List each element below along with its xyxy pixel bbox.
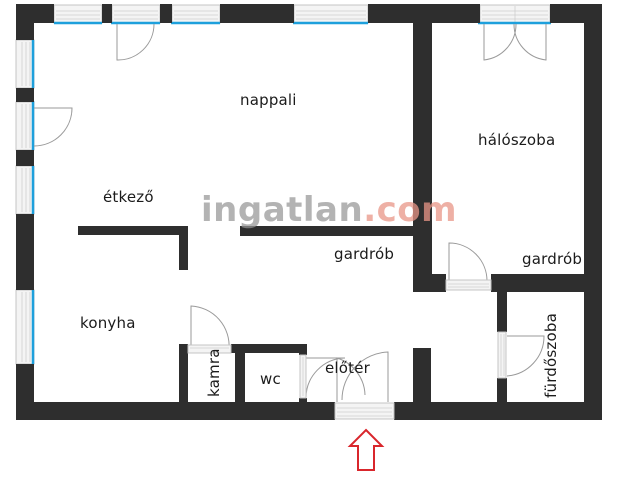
window-sill-lines	[21, 6, 548, 362]
door-swing-front-right	[341, 351, 389, 402]
door-swing-bedroom-right	[513, 23, 547, 61]
watermark-tld: com	[376, 190, 458, 230]
door-swing-front-left	[336, 357, 366, 402]
room-label-nappali: nappali	[240, 91, 297, 109]
door-swing-left	[33, 107, 73, 147]
door-frame-lines	[190, 283, 505, 417]
door-swing-kamra	[190, 305, 230, 350]
door-swing-top	[116, 23, 155, 61]
room-label-gardrob-bedroom: gardrób	[522, 250, 583, 268]
room-label-gardrob-hall: gardrób	[334, 245, 395, 263]
watermark-main: ingatlan	[201, 190, 364, 230]
door-swing-bathroom	[506, 335, 545, 377]
watermark-logo: ingatlan.com	[201, 190, 457, 230]
room-label-kamra: kamra	[205, 348, 223, 397]
room-label-haloszoba: hálószoba	[478, 131, 556, 149]
entrance-up-arrow-icon	[347, 428, 385, 471]
room-label-konyha: konyha	[80, 314, 136, 332]
windows	[15, 4, 551, 365]
door-swing-bedroom-left	[483, 23, 517, 61]
door-swing-wc	[305, 357, 346, 399]
room-label-etkezo: étkező	[103, 188, 154, 206]
door-swing-bedroom	[448, 242, 488, 282]
watermark-dot: .	[363, 190, 377, 230]
room-label-eloter: előtér	[325, 359, 371, 377]
walls	[16, 4, 602, 420]
room-label-furdoszoba: fürdőszoba	[542, 313, 560, 398]
room-label-wc: wc	[260, 370, 281, 388]
doors	[33, 23, 547, 402]
window-glass	[31, 21, 551, 364]
